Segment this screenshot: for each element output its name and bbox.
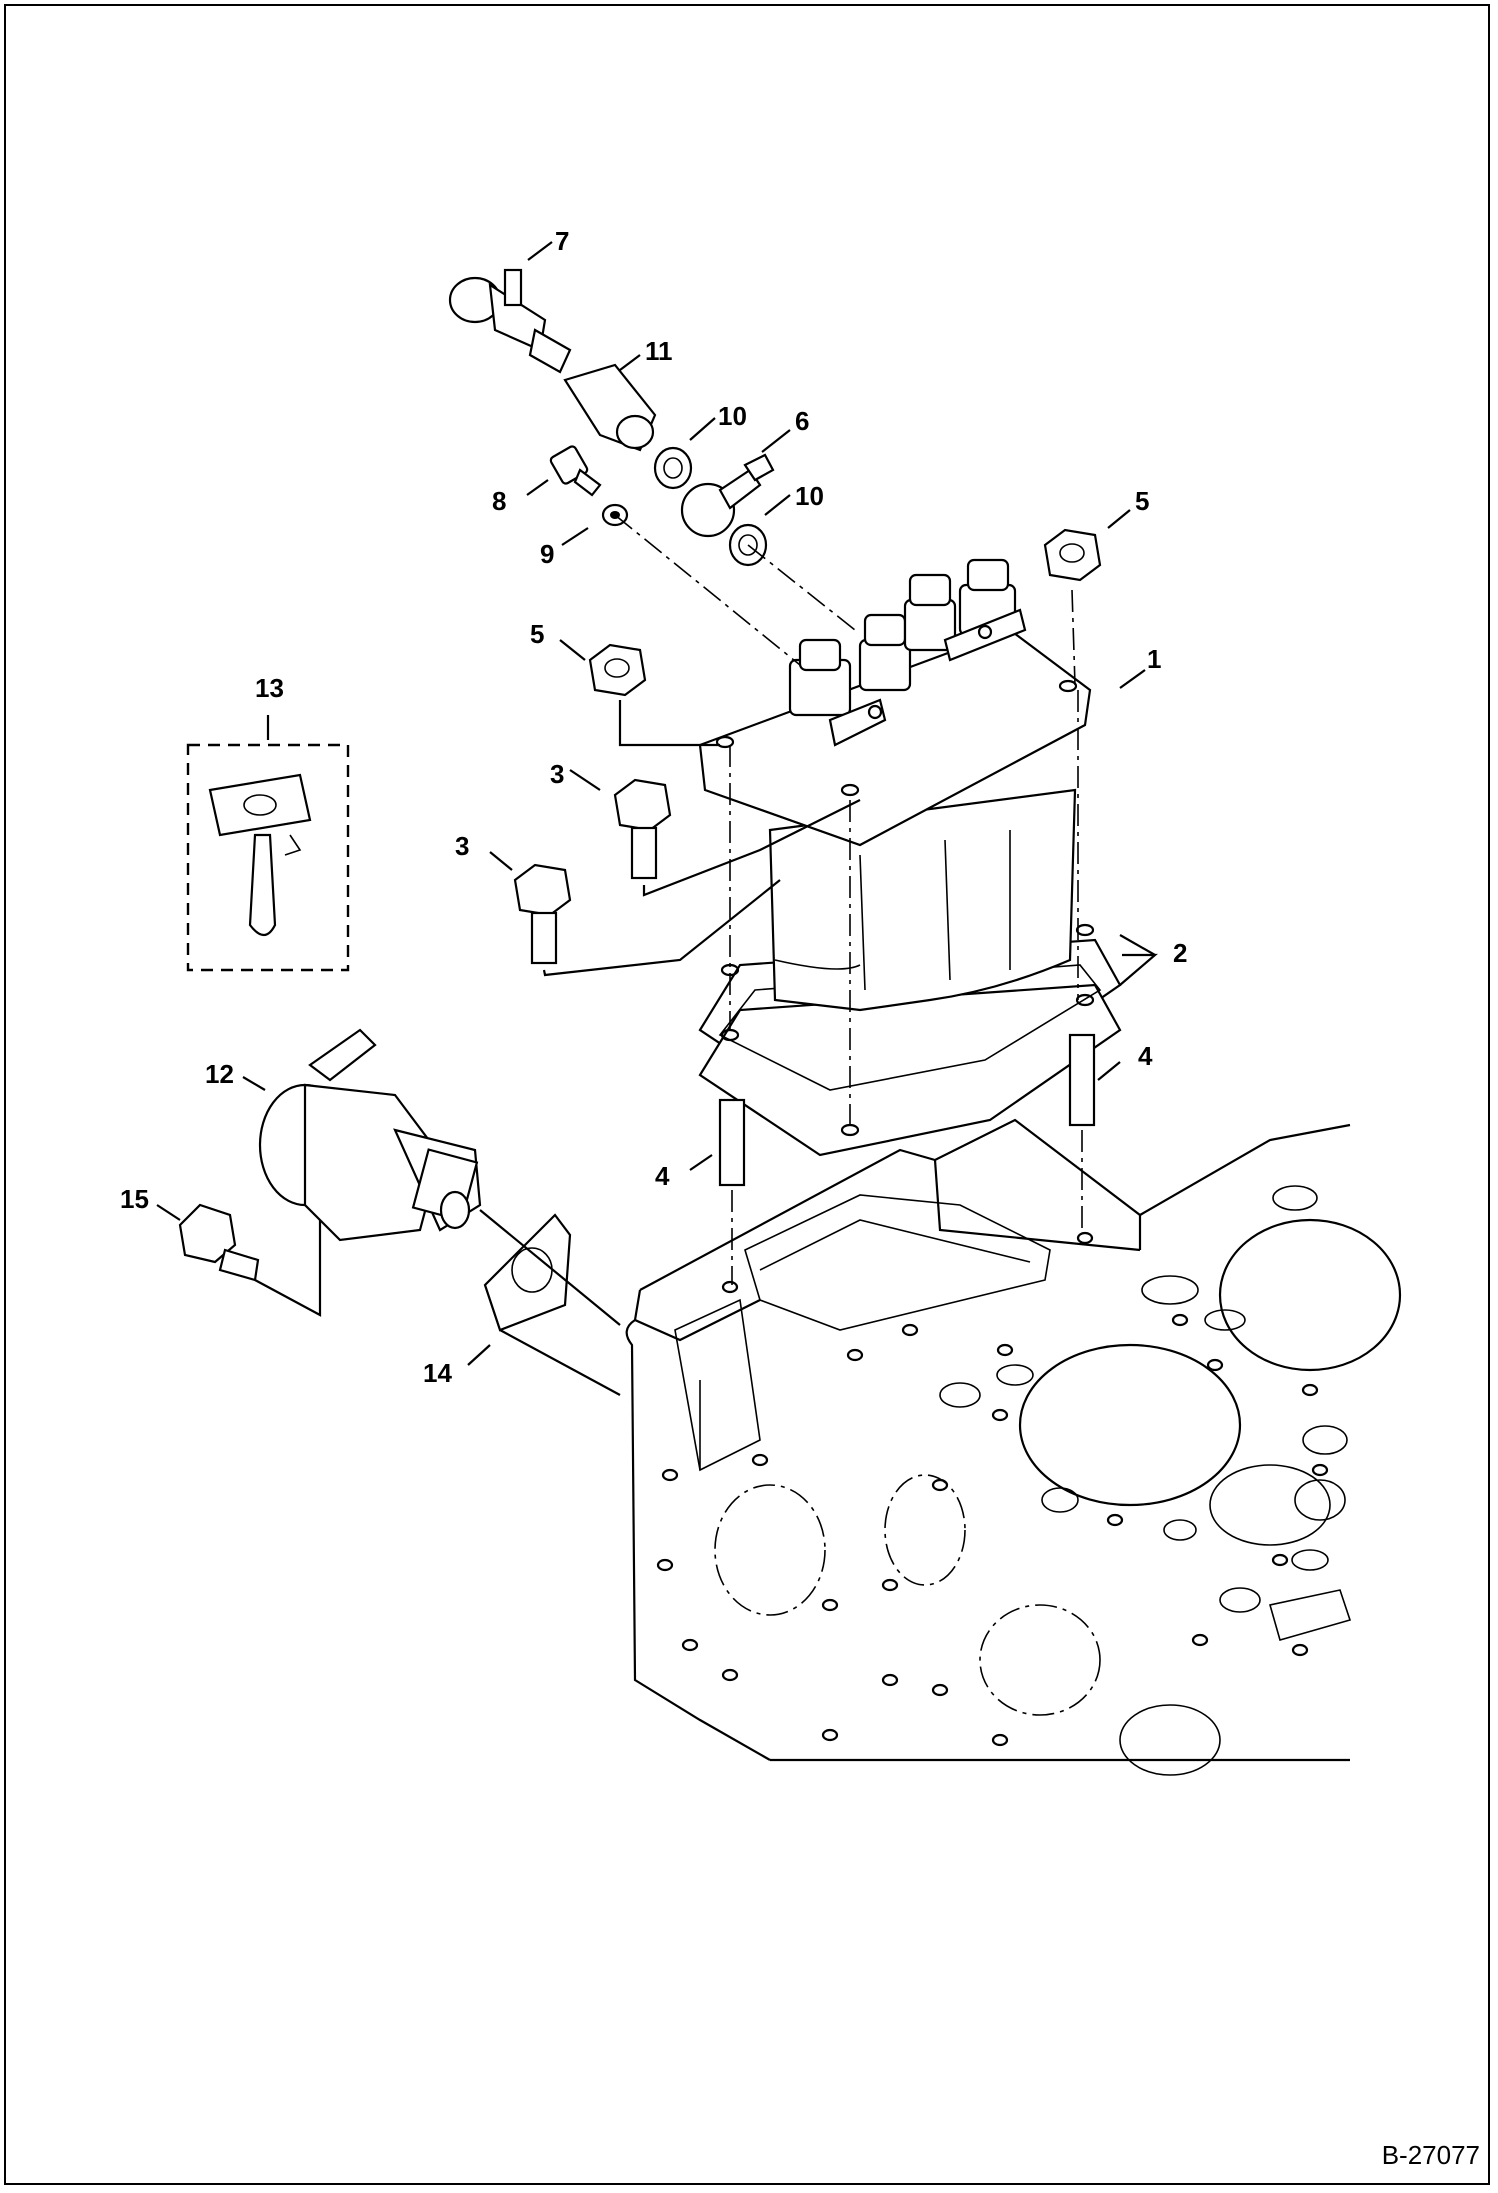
callout-4b: 4 <box>1138 1041 1153 1071</box>
drawing-number: B-27077 <box>1381 2140 1480 2170</box>
callout-1: 1 <box>1147 644 1161 674</box>
callout-10a: 10 <box>718 401 747 431</box>
block-bolt-holes <box>656 1231 1329 1747</box>
callout-10b: 10 <box>795 481 824 511</box>
callout-9: 9 <box>540 539 554 569</box>
callout-14: 14 <box>423 1358 452 1388</box>
callout-6: 6 <box>795 406 809 436</box>
feed-pump-group <box>178 1028 621 1396</box>
callout-3a: 3 <box>550 759 564 789</box>
callout-5b: 5 <box>1135 486 1149 516</box>
callout-8: 8 <box>492 486 506 516</box>
callout-labels: 7 11 10 6 10 8 9 5 5 1 3 3 13 2 4 4 12 1… <box>120 226 1187 1388</box>
callout-15: 15 <box>120 1184 149 1214</box>
callout-leaders <box>156 241 1158 1366</box>
callout-13: 13 <box>255 673 284 703</box>
injection-pump <box>698 558 1092 1012</box>
callout-5a: 5 <box>530 619 544 649</box>
engine-block <box>625 1118 1402 1776</box>
callout-11: 11 <box>645 336 673 366</box>
callout-2: 2 <box>1173 938 1187 968</box>
callout-4a: 4 <box>655 1161 670 1191</box>
pump-delivery-valves <box>788 558 1027 747</box>
bleeder-and-banjo-fittings <box>448 268 856 666</box>
callout-3b: 3 <box>455 831 469 861</box>
bracket-assembly-inset <box>186 743 350 972</box>
fasteners <box>513 528 1102 1285</box>
callout-7: 7 <box>555 226 569 256</box>
callout-12: 12 <box>205 1059 234 1089</box>
